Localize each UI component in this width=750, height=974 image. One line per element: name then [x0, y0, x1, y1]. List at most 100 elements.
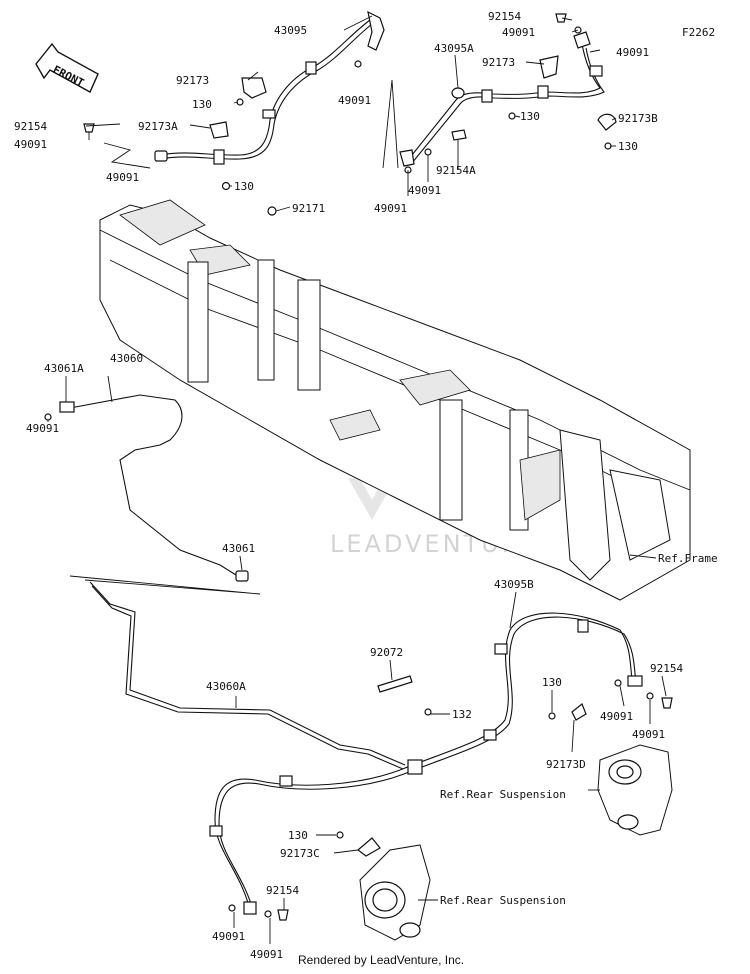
banjo-fitting [573, 31, 591, 49]
hose-grommet [305, 61, 317, 75]
label-43060: 43060 [110, 352, 143, 365]
hose-grommet [483, 729, 497, 741]
label-figure-code: F2262 [682, 26, 715, 39]
fitting-43061A [59, 401, 75, 413]
label-49091: 49091 [14, 138, 47, 151]
brake-pipe-43060 [44, 394, 249, 582]
bolt-92154A [451, 129, 467, 141]
label-92154: 92154 [650, 662, 683, 675]
bolt-92154 [555, 13, 567, 23]
label-49091: 49091 [106, 171, 139, 184]
label-132: 132 [452, 708, 472, 721]
bolt-132 [424, 708, 432, 716]
rear-brake-hose-lower [209, 769, 405, 921]
washer-49091 [354, 60, 362, 68]
label-92154: 92154 [488, 10, 521, 23]
label-92171: 92171 [292, 202, 325, 215]
label-130: 130 [618, 140, 638, 153]
washer-49091 [264, 910, 272, 918]
banjo-fitting [367, 10, 385, 51]
hose-grommet [494, 643, 508, 655]
hose-grommet [209, 825, 223, 837]
label-49091: 49091 [374, 202, 407, 215]
fitting-43061 [235, 570, 249, 582]
clamp-92173 [539, 55, 559, 79]
vehicle-frame [99, 199, 691, 601]
hose-fitting [154, 150, 168, 162]
label-92154: 92154 [266, 884, 299, 897]
washer-49091 [44, 413, 52, 421]
banjo-fitting [243, 901, 257, 915]
label-ref-rear-suspension: Ref.Rear Suspension [440, 894, 566, 907]
clamp-92173 [241, 77, 267, 99]
label-49091: 49091 [338, 94, 371, 107]
clamp-92072 [377, 675, 413, 693]
hose-grommet [577, 619, 589, 633]
label-49091: 49091 [502, 26, 535, 39]
bolt-130 [548, 712, 556, 720]
clamp-92173D [571, 703, 587, 721]
label-130: 130 [520, 110, 540, 123]
hose-grommet [213, 149, 225, 165]
front-brake-hose-assembly [83, 10, 385, 191]
part-labels: 43095 92154 49091 49091 F2262 43095A 921… [14, 10, 718, 961]
label-43095A: 43095A [434, 42, 474, 55]
hose-grommet [589, 65, 603, 77]
hose-grommet [537, 85, 549, 99]
label-49091: 49091 [616, 46, 649, 59]
bolt-130 [336, 831, 344, 839]
clamp-92173A [209, 121, 229, 139]
label-43095: 43095 [274, 24, 307, 37]
label-130: 130 [192, 98, 212, 111]
label-92173B: 92173B [618, 112, 658, 125]
leader-lines [47, 15, 667, 944]
label-49091: 49091 [212, 930, 245, 943]
label-49091: 49091 [408, 184, 441, 197]
label-130: 130 [234, 180, 254, 193]
front-brake-hose-right [382, 13, 617, 174]
washer-49091 [424, 148, 432, 156]
label-92154: 92154 [14, 120, 47, 133]
banjo-fitting [627, 675, 643, 687]
label-43060A: 43060A [206, 680, 246, 693]
label-92173: 92173 [176, 74, 209, 87]
label-43061: 43061 [222, 542, 255, 555]
label-43095B: 43095B [494, 578, 534, 591]
bolt-130 [221, 181, 231, 191]
washer-49091 [228, 904, 236, 912]
rear-suspension-knuckle-upper [597, 744, 673, 836]
hose-grommet [481, 89, 493, 103]
label-49091: 49091 [600, 710, 633, 723]
hose-grommet [279, 775, 293, 787]
brake-pipe-43060A [69, 575, 406, 770]
label-ref-rear-suspension: Ref.Rear Suspension [440, 788, 566, 801]
label-49091: 49091 [250, 948, 283, 961]
bolt-130 [508, 112, 516, 120]
label-ref-frame: Ref.Frame [658, 552, 718, 565]
hose-grommet [262, 109, 276, 119]
label-92154A: 92154A [436, 164, 476, 177]
joint-block [407, 759, 423, 775]
label-92173C: 92173C [280, 847, 320, 860]
label-130: 130 [542, 676, 562, 689]
label-92173: 92173 [482, 56, 515, 69]
label-43061A: 43061A [44, 362, 84, 375]
washer-49091 [614, 679, 622, 687]
label-49091: 49091 [632, 728, 665, 741]
footer-credit: Rendered by LeadVenture, Inc. [298, 953, 464, 967]
label-49091: 49091 [26, 422, 59, 435]
label-92173A: 92173A [138, 120, 178, 133]
banjo-fitting [399, 149, 415, 167]
label-92072: 92072 [370, 646, 403, 659]
clip-92171 [267, 206, 277, 216]
washer-49091 [646, 692, 654, 700]
rear-suspension-knuckle-lower [359, 844, 431, 941]
label-130: 130 [288, 829, 308, 842]
hose-fitting [451, 87, 465, 99]
bolt-92154 [661, 697, 673, 709]
rear-brake-hose-43095B [377, 612, 673, 775]
clamp-92173B [597, 113, 617, 131]
label-92173D: 92173D [546, 758, 586, 771]
clamp-92173C [357, 837, 381, 857]
